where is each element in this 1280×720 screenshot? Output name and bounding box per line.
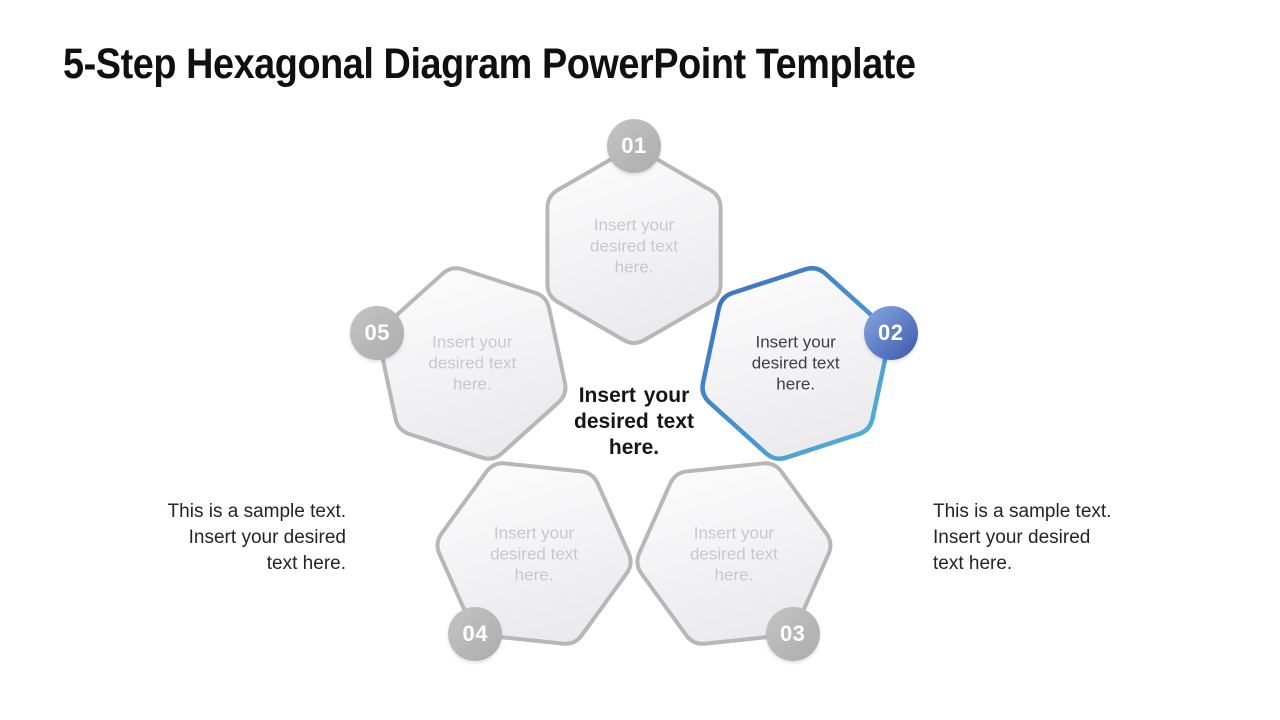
- center-line-1: Insert your: [578, 384, 690, 407]
- step-03-placeholder-text: Insert your desired text here.: [690, 522, 778, 585]
- left-sample-text: This is a sample text. Insert your desir…: [150, 499, 346, 577]
- step-05-number-badge: 05: [350, 305, 405, 360]
- step-04-line-2: desired text: [490, 544, 579, 564]
- center-placeholder-text: Insert your desired text here.: [574, 383, 694, 461]
- step-01-line-3: here.: [614, 257, 654, 277]
- right-sample-line-1: This is a sample text.: [933, 501, 1112, 522]
- hexagon-step-04[interactable]: [435, 461, 633, 646]
- step-05-number: 05: [364, 319, 390, 345]
- step-03-line-1: Insert your: [693, 523, 775, 543]
- left-sample-line-2: Insert your desired: [188, 527, 346, 548]
- step-03-number-badge: 03: [765, 607, 820, 662]
- step-04-number-badge: 04: [448, 607, 503, 662]
- step-02-line-2: desired text: [751, 353, 840, 373]
- step-05-placeholder-text: Insert your desired text here.: [428, 332, 516, 395]
- step-03-number: 03: [779, 621, 806, 647]
- step-02-line-3: here.: [776, 374, 816, 394]
- step-02-number-badge: 02: [863, 305, 918, 360]
- center-line-2: desired text: [574, 410, 694, 433]
- left-sample-line-1: This is a sample text.: [167, 501, 346, 522]
- step-02-placeholder-text: Insert your desired text here.: [752, 332, 840, 395]
- hexagon-step-01[interactable]: [545, 147, 723, 345]
- step-04-line-3: here.: [514, 565, 554, 585]
- left-sample-line-3: text here.: [266, 553, 346, 574]
- center-line-3: here.: [608, 436, 660, 459]
- right-sample-line-3: text here.: [933, 553, 1013, 574]
- step-03-line-3: here.: [714, 565, 754, 585]
- step-01-placeholder-text: Insert your desired text here.: [590, 215, 678, 278]
- step-05-line-1: Insert your: [432, 332, 513, 352]
- step-04-line-1: Insert your: [493, 523, 575, 543]
- step-04-number: 04: [462, 621, 489, 647]
- hexagon-step-03[interactable]: [635, 461, 833, 646]
- slide-title: 5-Step Hexagonal Diagram PowerPoint Temp…: [63, 40, 916, 88]
- right-sample-line-2: Insert your desired: [933, 527, 1091, 548]
- step-01-number-badge: 01: [607, 119, 661, 173]
- right-sample-text: This is a sample text. Insert your desir…: [933, 499, 1153, 577]
- step-02-number: 02: [878, 319, 904, 345]
- step-01-line-2: desired text: [590, 236, 678, 256]
- step-01-line-1: Insert your: [593, 215, 675, 235]
- step-02-line-1: Insert your: [755, 332, 836, 352]
- hexagon-step-05[interactable]: [377, 266, 568, 461]
- step-05-line-2: desired text: [428, 353, 517, 373]
- step-01-number: 01: [621, 133, 647, 158]
- hexagon-step-02-highlighted[interactable]: [700, 265, 892, 461]
- step-05-line-3: here.: [452, 374, 492, 394]
- step-03-line-2: desired text: [689, 544, 778, 564]
- step-04-placeholder-text: Insert your desired text here.: [490, 522, 578, 585]
